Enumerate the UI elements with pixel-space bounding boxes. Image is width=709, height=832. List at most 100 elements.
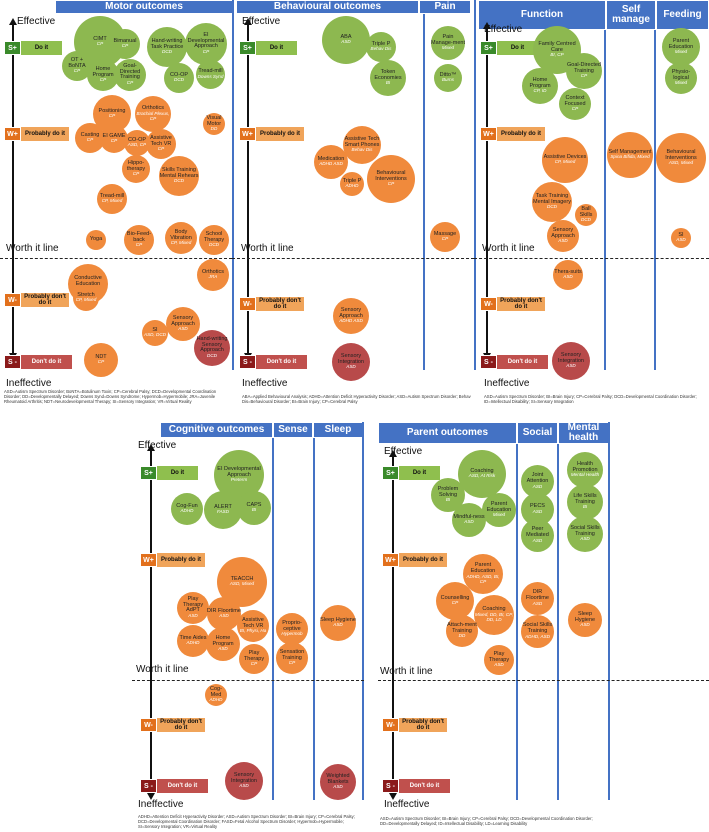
rating-weak-positive: W+Probably do it bbox=[4, 127, 69, 141]
worth-it-line-label: Worth it line bbox=[136, 664, 189, 675]
rating-strong-positive: S+Do it bbox=[140, 466, 198, 480]
ineffective-label: Ineffective bbox=[242, 378, 288, 389]
effective-label: Effective bbox=[242, 16, 281, 27]
separator bbox=[557, 444, 559, 800]
rating-strong-positive: S+Do it bbox=[4, 41, 62, 55]
rating-strong-negative: S -Don't do it bbox=[480, 355, 548, 369]
effective-label: Effective bbox=[384, 446, 423, 457]
header-self-manage: Self manage bbox=[606, 0, 656, 30]
worth-it-line-label: Worth it line bbox=[241, 243, 294, 254]
panel-behavioural: Effective Ineffective Worth it line S+Do… bbox=[232, 0, 476, 410]
separator bbox=[232, 0, 234, 370]
rating-weak-negative: W-Probably don't do it bbox=[239, 297, 304, 311]
rating-weak-negative: W-Probably don't do it bbox=[4, 293, 69, 307]
ineffective-label: Ineffective bbox=[484, 378, 530, 389]
separator bbox=[474, 0, 476, 370]
footnote-cognitive: ADHD=Attention Deficit Hyperactivity Dis… bbox=[138, 814, 355, 830]
worth-it-line-label: Worth it line bbox=[380, 666, 433, 677]
footnote-parent: ASD=Autism Spectrum Disorder; BI=Brain I… bbox=[380, 816, 593, 827]
footnote-function: ASD=Autism Spectrum Disorder; BI=Brain I… bbox=[484, 394, 697, 405]
header-parent: Parent outcomes bbox=[378, 422, 517, 444]
rating-strong-negative: S -Don't do it bbox=[382, 779, 450, 793]
rating-weak-positive: W+Probably do it bbox=[140, 553, 205, 567]
separator bbox=[272, 438, 274, 800]
rating-weak-negative: W-Probably don't do it bbox=[480, 297, 545, 311]
rating-weak-negative: W-Probably don't do it bbox=[382, 718, 447, 732]
separator bbox=[604, 30, 606, 370]
header-sense: Sense bbox=[273, 422, 313, 438]
separator bbox=[423, 14, 425, 370]
panel-function: Effective Ineffective Worth it line S+Do… bbox=[474, 0, 709, 410]
separator bbox=[654, 30, 656, 370]
panel-parent: Effective Ineffective Worth it line S+Do… bbox=[378, 444, 709, 832]
rating-weak-positive: W+Probably do it bbox=[480, 127, 545, 141]
rating-weak-positive: W+Probably do it bbox=[239, 127, 304, 141]
separator bbox=[608, 422, 610, 800]
effective-label: Effective bbox=[17, 16, 56, 27]
footnote-motor: ASD=Autism Spectrum Disorder; BoNTA=Botu… bbox=[4, 389, 217, 405]
header-function: Function bbox=[478, 0, 606, 30]
footnote-behavioural: ABA=Applied Behavioural Analysis; ADHD=A… bbox=[242, 394, 471, 405]
separator bbox=[313, 438, 315, 800]
